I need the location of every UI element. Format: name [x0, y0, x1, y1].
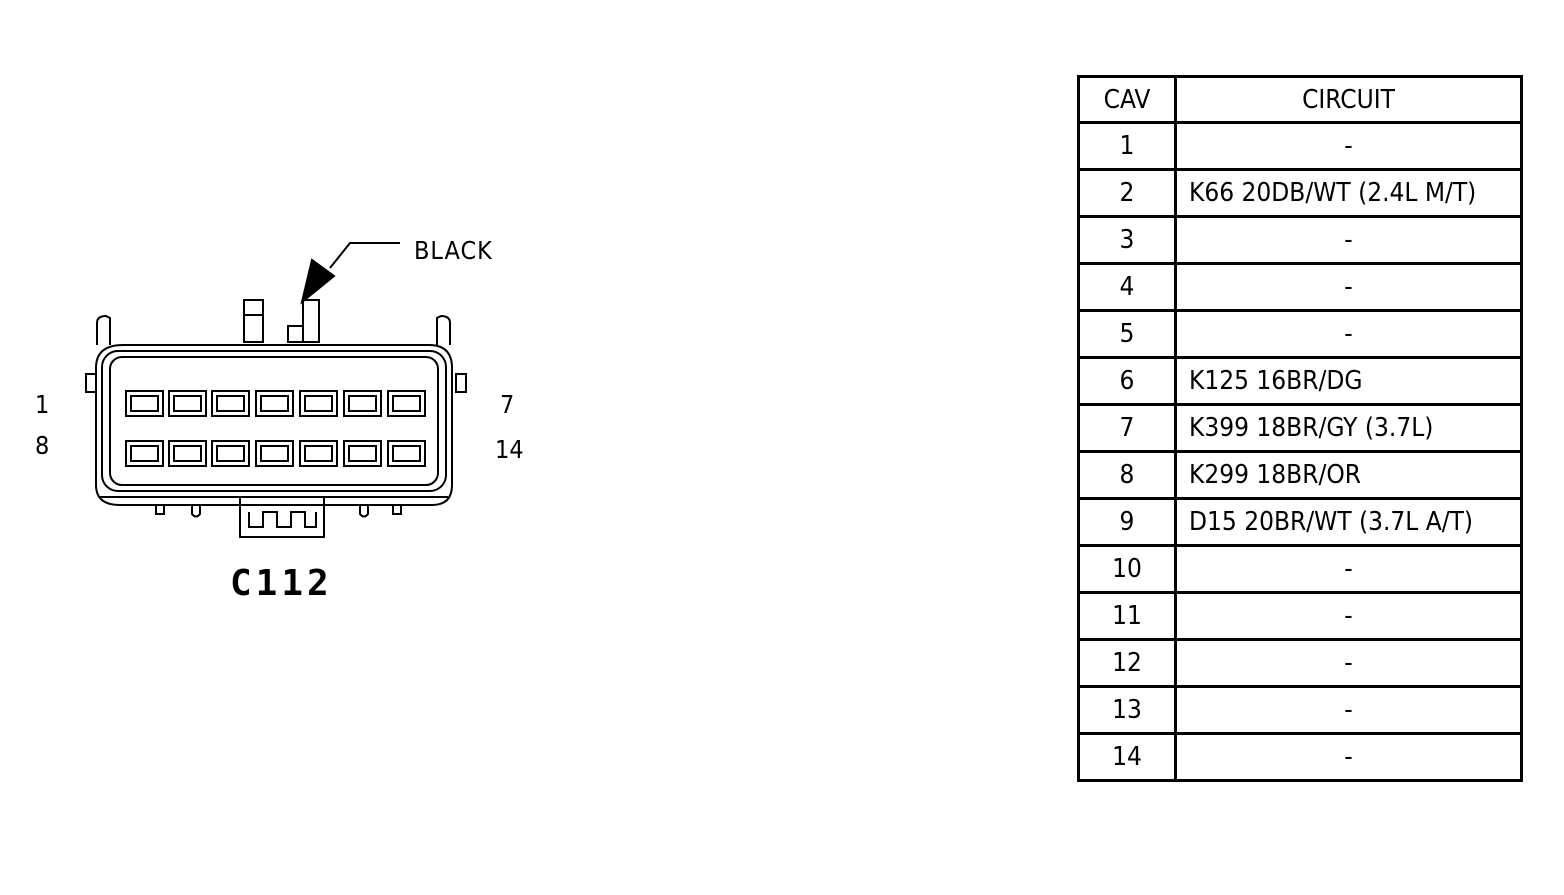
circuit-cell: -	[1174, 544, 1523, 594]
circuit-cell: -	[1174, 262, 1523, 312]
cav-cell: 14	[1077, 732, 1177, 782]
cavity-6	[343, 390, 382, 417]
cavity-13	[343, 440, 382, 467]
top-tab-key	[287, 325, 304, 343]
table-row: 4-	[1077, 262, 1523, 312]
right-side-tab	[455, 373, 467, 393]
connector-id: C112	[230, 563, 333, 604]
cav-cell: 7	[1077, 403, 1177, 453]
cav-cell: 1	[1077, 121, 1177, 171]
cavity-8	[125, 440, 164, 467]
cav-header: CAV	[1077, 75, 1177, 124]
table-row: 12-	[1077, 638, 1523, 688]
cavity-row-bottom	[125, 440, 426, 467]
circuit-cell: K125 16BR/DG	[1174, 356, 1523, 406]
pin-label-1: 1	[35, 390, 50, 419]
circuit-cell: -	[1174, 215, 1523, 265]
bottom-latch	[239, 496, 325, 538]
cav-cell: 10	[1077, 544, 1177, 594]
table-header-row: CAV CIRCUIT	[1077, 75, 1523, 124]
cav-cell: 6	[1077, 356, 1177, 406]
circuit-cell: -	[1174, 309, 1523, 359]
cav-cell: 11	[1077, 591, 1177, 641]
table-row: 5-	[1077, 309, 1523, 359]
circuit-cell: D15 20BR/WT (3.7L A/T)	[1174, 497, 1523, 547]
circuit-cell: K299 18BR/OR	[1174, 450, 1523, 500]
cav-cell: 3	[1077, 215, 1177, 265]
bottom-peg	[359, 505, 369, 518]
bottom-peg	[155, 504, 165, 515]
connector-housing	[95, 344, 453, 506]
circuit-cell: K399 18BR/GY (3.7L)	[1174, 403, 1523, 453]
cavity-2	[168, 390, 207, 417]
pin-label-14: 14	[495, 435, 524, 464]
cavity-14	[387, 440, 426, 467]
cavity-7	[387, 390, 426, 417]
connector-face	[101, 350, 447, 492]
cav-cell: 9	[1077, 497, 1177, 547]
circuit-cell: -	[1174, 732, 1523, 782]
pin-label-8: 8	[35, 431, 50, 460]
top-tab-right	[302, 299, 320, 343]
circuit-cell: -	[1174, 685, 1523, 735]
cavity-4	[255, 390, 294, 417]
table-row: 1-	[1077, 121, 1523, 171]
leader-arrowhead	[300, 258, 336, 305]
cavity-12	[299, 440, 338, 467]
table-row: 14-	[1077, 732, 1523, 782]
cav-cell: 8	[1077, 450, 1177, 500]
connector-inner-face	[109, 356, 439, 486]
bottom-peg	[191, 505, 201, 518]
cav-cell: 2	[1077, 168, 1177, 218]
bottom-peg	[392, 504, 402, 515]
circuit-cell: -	[1174, 121, 1523, 171]
cavity-5	[299, 390, 338, 417]
table-row: 13-	[1077, 685, 1523, 735]
left-side-tab	[85, 373, 97, 393]
table-row: 10-	[1077, 544, 1523, 594]
cavity-row-top	[125, 390, 426, 417]
circuit-cell: -	[1174, 591, 1523, 641]
cavity-11	[255, 440, 294, 467]
cavity-3	[211, 390, 250, 417]
cavity-9	[168, 440, 207, 467]
circuit-cell: -	[1174, 638, 1523, 688]
right-hook	[436, 314, 451, 345]
cav-cell: 4	[1077, 262, 1177, 312]
circuit-cell: K66 20DB/WT (2.4L M/T)	[1174, 168, 1523, 218]
leader-line	[329, 242, 400, 269]
pin-label-7: 7	[500, 390, 515, 419]
left-hook	[96, 314, 111, 345]
cav-cell: 13	[1077, 685, 1177, 735]
cavity-10	[211, 440, 250, 467]
table-row: 11-	[1077, 591, 1523, 641]
cavity-1	[125, 390, 164, 417]
table-row: 3-	[1077, 215, 1523, 265]
cav-cell: 5	[1077, 309, 1177, 359]
cav-cell: 12	[1077, 638, 1177, 688]
circuit-header: CIRCUIT	[1174, 75, 1523, 124]
top-tab-left	[243, 299, 264, 343]
connector-color-label: BLACK	[414, 236, 493, 265]
